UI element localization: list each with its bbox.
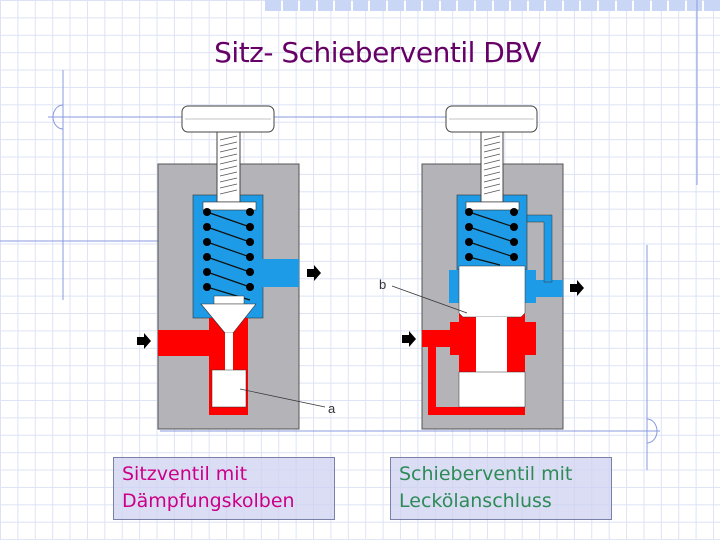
leak-oil-channel — [428, 345, 525, 415]
spring-plate — [202, 201, 257, 211]
outlet-arrow-icon — [570, 280, 584, 296]
seat-valve — [137, 105, 326, 430]
outlet-port — [535, 280, 563, 297]
outlet-arrow-icon — [307, 265, 321, 281]
caption-line: Leckölanschluss — [399, 490, 552, 512]
inlet-port — [422, 330, 452, 347]
spring-plate — [465, 201, 520, 211]
caption-line: Sitzventil mit — [122, 463, 248, 485]
adjusting-screw — [216, 131, 241, 203]
decorative-top-bar — [265, 0, 720, 11]
spool-valve — [391, 105, 584, 430]
label-b: b — [379, 277, 386, 292]
slide-title: Sitz- Schieberventil DBV — [214, 36, 541, 69]
caption-line: Dämpfungskolben — [122, 490, 295, 512]
outlet-port — [262, 259, 299, 287]
caption-line: Schieberventil mit — [399, 463, 573, 485]
damping-piston — [211, 369, 247, 408]
spool-stem — [476, 317, 507, 372]
damping-piston — [458, 371, 526, 408]
valve-stem — [225, 333, 233, 370]
bypass-channel — [526, 214, 553, 283]
label-a: a — [328, 401, 336, 416]
spring — [468, 211, 515, 266]
spring — [206, 211, 251, 301]
inlet-arrow-icon — [137, 333, 151, 349]
inlet-port — [158, 330, 210, 356]
spool-piston — [458, 265, 526, 318]
inlet-arrow-icon — [402, 331, 416, 347]
caption-seat-valve: Sitzventil mit Dämpfungskolben — [113, 457, 335, 520]
decorative-lines — [0, 0, 698, 470]
adjusting-screw — [480, 131, 504, 203]
caption-spool-valve: Schieberventil mit Leckölanschluss — [390, 457, 612, 520]
